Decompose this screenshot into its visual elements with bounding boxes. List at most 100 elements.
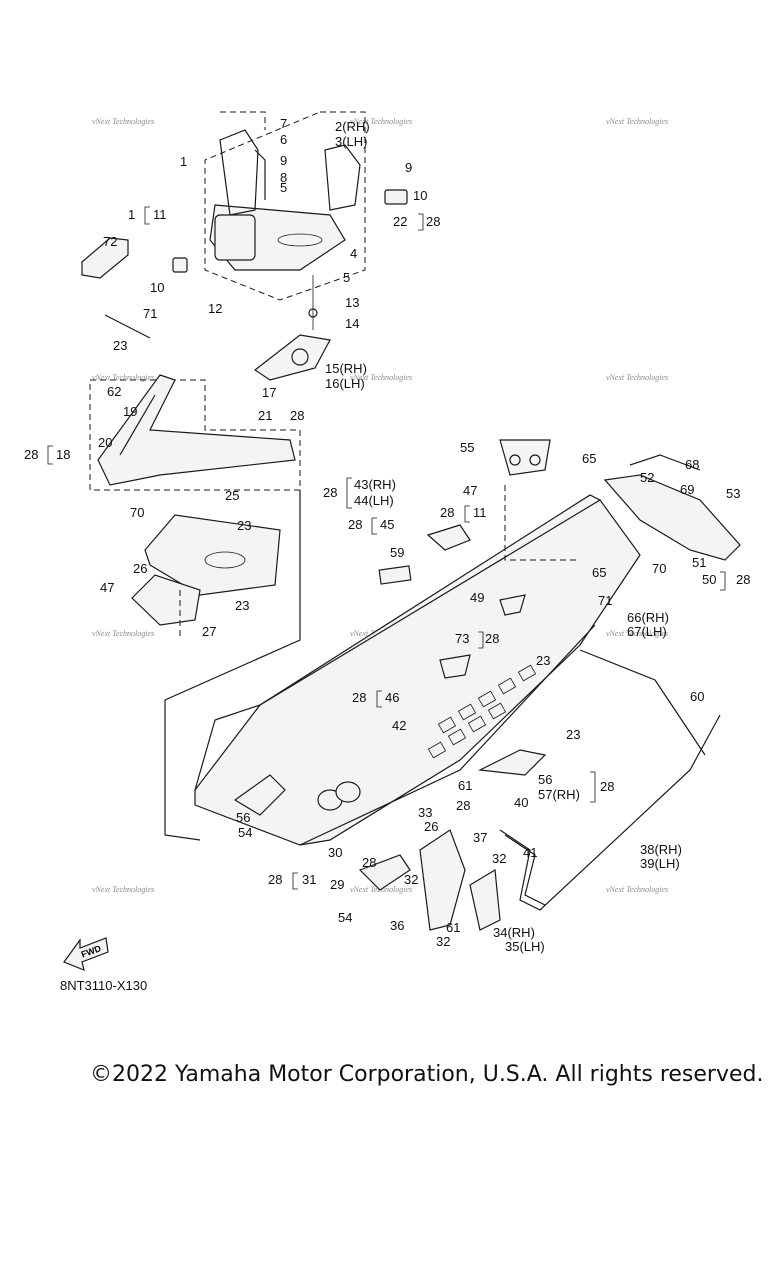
copyright-notice: ©2022 Yamaha Motor Corporation, U.S.A. A… xyxy=(90,1062,764,1087)
callout-label: 46 xyxy=(385,690,399,705)
callout-label: 25 xyxy=(225,488,239,503)
callout-label: 12 xyxy=(208,301,222,316)
watermark: vNext Technologies xyxy=(606,885,668,894)
plate-47 xyxy=(131,574,201,626)
callout-label: 15(RH) xyxy=(325,361,367,376)
callout-label: 61 xyxy=(458,778,472,793)
callout-label: 35(LH) xyxy=(505,939,545,954)
callout-label: 32 xyxy=(492,851,506,866)
pad-59 xyxy=(378,565,412,585)
callout-label: 34(RH) xyxy=(493,925,535,940)
callout-label: 59 xyxy=(390,545,404,560)
callout-label: 23 xyxy=(566,727,580,742)
bracket-56 xyxy=(233,774,286,816)
callout-label: 42 xyxy=(392,718,406,733)
callout-label: 26 xyxy=(424,819,438,834)
callout-label: 5 xyxy=(343,270,350,285)
callout-label: 40 xyxy=(514,795,528,810)
flap-trim xyxy=(629,454,701,471)
callout-label: 4 xyxy=(350,246,357,261)
plate-23 xyxy=(144,514,281,596)
callout-label: 28 xyxy=(323,485,337,500)
tunnel-bottom-edge xyxy=(299,624,596,846)
subframe xyxy=(97,374,296,486)
callout-label: 41 xyxy=(523,845,537,860)
callout-labels: 1 2(RH) 3(LH) 4 5 5 6 7 8 9 9 10 10 1 11… xyxy=(24,116,750,954)
watermark: vNext Technologies xyxy=(350,117,412,126)
callout-label: 65 xyxy=(582,451,596,466)
leader-dashed xyxy=(504,485,580,561)
callout-label: 5 xyxy=(280,180,287,195)
bracket-ticks xyxy=(47,206,726,890)
callout-label: 1 xyxy=(180,154,187,169)
callout-label: 28 xyxy=(426,214,440,229)
callout-label: 49 xyxy=(470,590,484,605)
callout-label: 71 xyxy=(143,306,157,321)
bracket-45 xyxy=(426,524,471,551)
callout-label: 65 xyxy=(592,565,606,580)
callout-label: 10 xyxy=(150,280,164,295)
left-subframe-assembly xyxy=(89,374,301,640)
bumper-38 xyxy=(499,714,721,911)
callout-label: 18 xyxy=(56,447,70,462)
callout-label: 28 xyxy=(348,517,362,532)
callout-label: 57(RH) xyxy=(538,787,580,802)
callout-label: 26 xyxy=(133,561,147,576)
callout-label: 31 xyxy=(302,872,316,887)
callout-label: 1 xyxy=(128,207,135,222)
callout-label: 69 xyxy=(680,482,694,497)
flap-51 xyxy=(603,474,741,561)
callout-label: 54 xyxy=(238,825,252,840)
callout-label: 27 xyxy=(202,624,216,639)
watermark: vNext Technologies xyxy=(350,373,412,382)
callout-label: 32 xyxy=(436,934,450,949)
callout-label: 17 xyxy=(262,385,276,400)
callout-label: 28 xyxy=(485,631,499,646)
right-bracket xyxy=(324,144,361,211)
dashed-group-outline xyxy=(89,379,301,491)
callout-label: 30 xyxy=(328,845,342,860)
callout-label: 2(RH) xyxy=(335,119,370,134)
tunnel-assembly xyxy=(164,439,721,931)
watermark: vNext Technologies xyxy=(92,117,154,126)
tunnel-front xyxy=(194,704,261,791)
callout-label: 28 xyxy=(736,572,750,587)
callout-label: 7 xyxy=(280,116,287,131)
callout-label: 56 xyxy=(236,810,250,825)
plate-29 xyxy=(358,854,411,891)
bracket-49 xyxy=(499,594,526,616)
callout-label: 11 xyxy=(153,207,167,222)
callout-label: 6 xyxy=(280,132,287,147)
callout-label: 8 xyxy=(280,170,287,185)
callout-label: 47 xyxy=(100,580,114,595)
rear-flap-assembly xyxy=(504,454,741,756)
callout-label: 36 xyxy=(390,918,404,933)
guard-36 xyxy=(419,829,466,931)
tail-light-lens xyxy=(529,454,541,466)
callout-label: 3(LH) xyxy=(335,134,368,149)
plate-23-hole xyxy=(204,551,246,569)
front-opening xyxy=(214,214,256,261)
bumper-38-inner xyxy=(504,834,546,906)
callout-label: 72 xyxy=(103,234,117,249)
callout-label: 28 xyxy=(600,779,614,794)
callout-label: 10 xyxy=(413,188,427,203)
callout-label: 28 xyxy=(440,505,454,520)
callout-label: 13 xyxy=(345,295,359,310)
callout-label: 16(LH) xyxy=(325,376,365,391)
callout-label: 54 xyxy=(338,910,352,925)
callout-label: 23 xyxy=(113,338,127,353)
callout-label: 33 xyxy=(418,805,432,820)
callout-label: 28 xyxy=(268,872,282,887)
callout-label: 66(RH) xyxy=(627,610,669,625)
callout-label: 38(RH) xyxy=(640,842,682,857)
callout-label: 70 xyxy=(652,561,666,576)
fwd-arrow: FWD xyxy=(63,937,109,971)
bracket-link xyxy=(254,149,266,200)
callout-label: 29 xyxy=(330,877,344,892)
watermark: vNext Technologies xyxy=(92,373,154,382)
callout-label: 60 xyxy=(690,689,704,704)
watermark: vNext Technologies xyxy=(606,373,668,382)
callout-label: 68 xyxy=(685,457,699,472)
callout-label: 23 xyxy=(536,653,550,668)
